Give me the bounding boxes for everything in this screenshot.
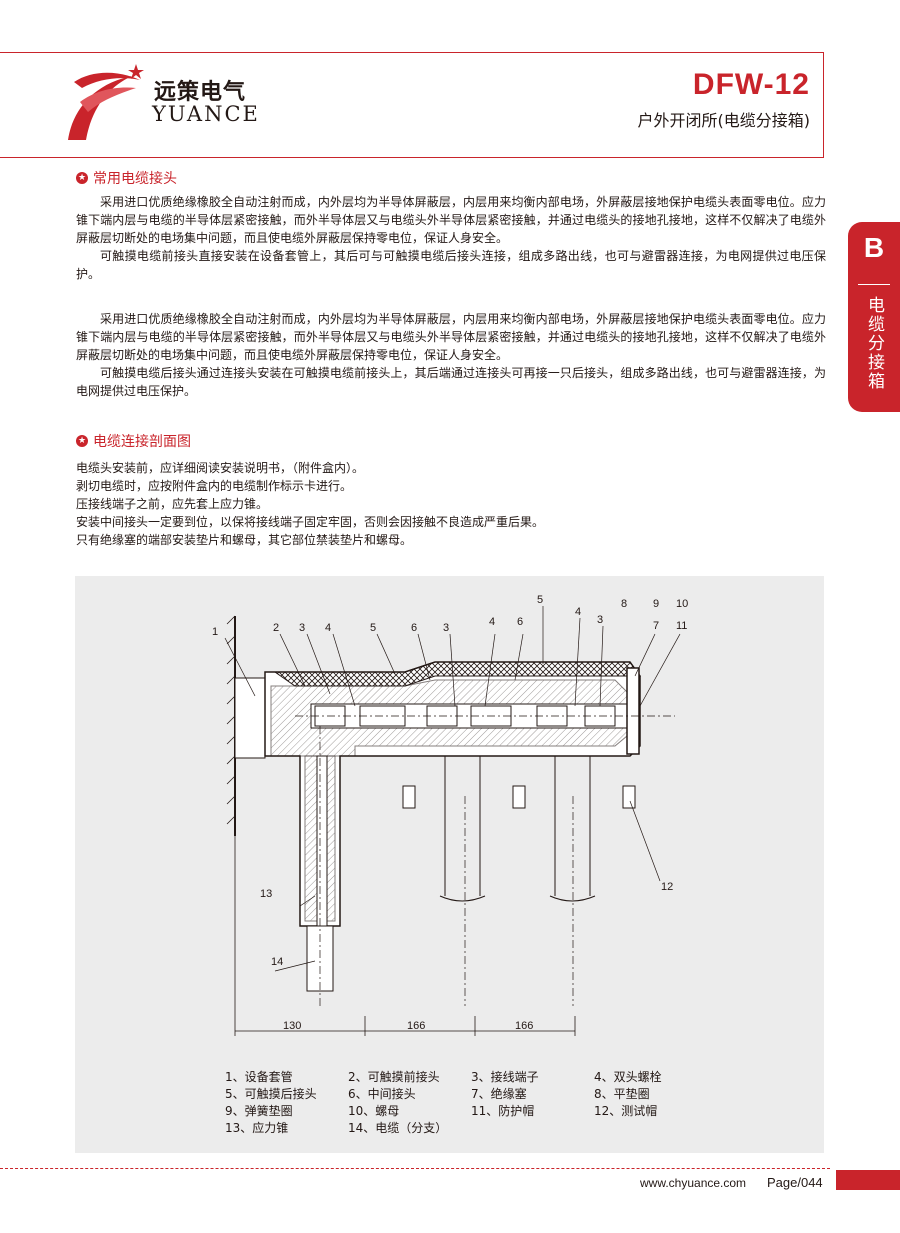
legend-item: 11、防护帽 bbox=[471, 1104, 535, 1118]
company-logo: 远策电气 YUANCE bbox=[62, 62, 262, 142]
legend-item: 14、电缆（分支） bbox=[348, 1121, 448, 1135]
legend-item: 4、双头螺栓 bbox=[594, 1070, 662, 1084]
footer-website-link[interactable]: www.chyuance.com bbox=[640, 1176, 747, 1190]
callout-6b: 6 bbox=[517, 616, 524, 628]
legend-item: 7、绝缘塞 bbox=[471, 1087, 527, 1101]
legend-row: 9、弹簧垫圈 10、螺母 11、防护帽 12、测试帽 bbox=[225, 1103, 725, 1120]
callout-3: 3 bbox=[299, 622, 306, 634]
legend-row: 1、设备套管 2、可触摸前接头 3、接线端子 4、双头螺栓 bbox=[225, 1069, 725, 1086]
paragraph: 可触摸电缆前接头直接安装在设备套管上，其后可与可触摸电缆后接头连接，组成多路出线… bbox=[76, 249, 826, 281]
callout-9: 9 bbox=[653, 598, 660, 610]
callout-14: 14 bbox=[271, 956, 284, 968]
cable-cross-section-figure: 1 2 3 4 5 6 3 4 6 5 4 3 8 9 10 7 11 13 1… bbox=[75, 576, 824, 1153]
callout-5: 5 bbox=[370, 622, 377, 634]
product-subtitle: 户外开闭所(电缆分接箱) bbox=[637, 111, 811, 130]
paragraph: 采用进口优质绝缘橡胶全自动注射而成，内外层均为半导体屏蔽层，内层用来均衡内部电场… bbox=[76, 195, 826, 245]
instruction-line: 电缆头安装前，应详细阅读安装说明书，（附件盒内）。 bbox=[76, 461, 365, 475]
callout-4: 4 bbox=[325, 622, 332, 634]
callout-5b: 5 bbox=[537, 594, 544, 606]
callout-4c: 4 bbox=[575, 606, 582, 618]
swoosh-logo-icon bbox=[68, 64, 144, 140]
legend-row: 5、可触摸后接头 6、中间接头 7、绝缘塞 8、平垫圈 bbox=[225, 1086, 725, 1103]
section-title-cable-joints: 常用电缆接头 bbox=[76, 168, 177, 188]
legend-item: 13、应力锥 bbox=[225, 1121, 289, 1135]
callout-11: 11 bbox=[676, 620, 688, 632]
figure-legend: 1、设备套管 2、可触摸前接头 3、接线端子 4、双头螺栓 5、可触摸后接头 6… bbox=[225, 1069, 725, 1137]
header-frame bbox=[0, 52, 824, 158]
section-title-text: 电缆连接剖面图 bbox=[93, 434, 191, 450]
legend-item: 10、螺母 bbox=[348, 1104, 400, 1118]
logo-english-name: YUANCE bbox=[152, 102, 260, 126]
callout-8: 8 bbox=[621, 598, 628, 610]
instruction-line: 只有绝缘塞的端部安装垫片和螺母，其它部位禁装垫片和螺母。 bbox=[76, 533, 413, 547]
dimension-166-b: 166 bbox=[515, 1020, 534, 1032]
dimension-166-a: 166 bbox=[407, 1020, 426, 1032]
legend-item: 2、可触摸前接头 bbox=[348, 1070, 440, 1084]
callout-13: 13 bbox=[260, 888, 273, 900]
cross-section-drawing bbox=[224, 606, 681, 1036]
legend-item: 12、测试帽 bbox=[594, 1104, 658, 1118]
installation-instructions: 电缆头安装前，应详细阅读安装说明书，（附件盒内）。 剥切电缆时，应按附件盒内的电… bbox=[76, 459, 544, 549]
legend-item: 9、弹簧垫圈 bbox=[225, 1104, 293, 1118]
product-model: DFW-12 bbox=[692, 68, 810, 101]
callout-3b: 3 bbox=[443, 622, 450, 634]
page-number: Page/044 bbox=[767, 1175, 823, 1190]
section-title-text: 常用电缆接头 bbox=[93, 171, 177, 187]
chapter-label: 电缆分接箱 bbox=[864, 296, 884, 391]
paragraph-block-1: 采用进口优质绝缘橡胶全自动注射而成，内外层均为半导体屏蔽层，内层用来均衡内部电场… bbox=[76, 193, 826, 283]
legend-item: 5、可触摸后接头 bbox=[225, 1087, 317, 1101]
logo-chinese-name: 远策电气 bbox=[154, 80, 247, 105]
instruction-line: 压接线端子之前，应先套上应力锥。 bbox=[76, 497, 269, 511]
callout-2: 2 bbox=[273, 622, 280, 634]
callout-6: 6 bbox=[411, 622, 418, 634]
paragraph: 采用进口优质绝缘橡胶全自动注射而成，内外层均为半导体屏蔽层，内层用来均衡内部电场… bbox=[76, 312, 826, 362]
star-bullet-icon bbox=[76, 171, 88, 185]
chapter-divider bbox=[858, 284, 890, 285]
chapter-letter: B bbox=[863, 232, 885, 263]
legend-item: 1、设备套管 bbox=[225, 1070, 293, 1084]
section-title-cross-section: 电缆连接剖面图 bbox=[76, 431, 191, 451]
page-header: 远策电气 YUANCE DFW-12 户外开闭所(电缆分接箱) bbox=[0, 0, 900, 160]
instruction-line: 安装中间接头一定要到位，以保将接线端子固定牢固，否则会因接触不良造成严重后果。 bbox=[76, 515, 545, 529]
legend-item: 8、平垫圈 bbox=[594, 1087, 650, 1101]
callout-4b: 4 bbox=[489, 616, 496, 628]
legend-item: 3、接线端子 bbox=[471, 1070, 539, 1084]
callout-7: 7 bbox=[653, 620, 660, 632]
footer-divider bbox=[0, 1168, 830, 1169]
callout-10: 10 bbox=[676, 598, 689, 610]
chapter-side-tab: B 电缆分接箱 bbox=[848, 222, 900, 412]
paragraph-block-2: 采用进口优质绝缘橡胶全自动注射而成，内外层均为半导体屏蔽层，内层用来均衡内部电场… bbox=[76, 310, 826, 400]
callout-12: 12 bbox=[661, 881, 674, 893]
callout-3c: 3 bbox=[597, 614, 604, 626]
instruction-line: 剥切电缆时，应按附件盒内的电缆制作标示卡进行。 bbox=[76, 479, 353, 493]
callout-1: 1 bbox=[212, 626, 219, 638]
dimension-130: 130 bbox=[283, 1020, 302, 1032]
footer-accent-bar bbox=[836, 1170, 900, 1190]
legend-item: 6、中间接头 bbox=[348, 1087, 416, 1101]
star-bullet-icon bbox=[76, 434, 88, 448]
paragraph: 可触摸电缆后接头通过连接头安装在可触摸电缆前接头上，其后端通过连接头可再接一只后… bbox=[76, 366, 826, 398]
legend-row: 13、应力锥 14、电缆（分支） bbox=[225, 1120, 725, 1137]
